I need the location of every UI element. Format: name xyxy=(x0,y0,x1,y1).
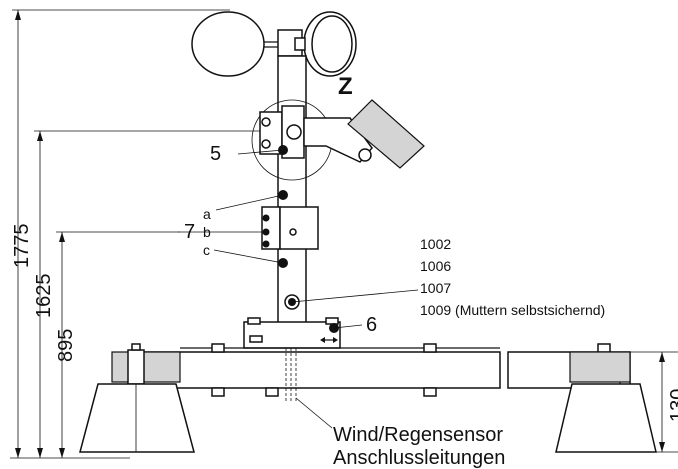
dimension-130: 130 xyxy=(630,351,678,453)
ballast-weight-left xyxy=(79,343,195,453)
cable-note-line1: Wind/Regensensor xyxy=(333,424,503,446)
sensor-cables xyxy=(285,348,297,402)
anemometer xyxy=(191,11,357,77)
callout-6: 6 xyxy=(366,314,377,336)
dimension-1775: 1775 xyxy=(11,9,230,458)
anemometer-cup-left xyxy=(191,11,265,77)
dimension-130-label: 130 xyxy=(667,389,678,422)
dimension-895: 895 xyxy=(55,231,180,458)
part-number-3: 1007 xyxy=(420,280,451,296)
leader-cables xyxy=(295,397,333,429)
part-number-1: 1002 xyxy=(420,236,451,252)
cable-note-line2: Anschlussleitungen xyxy=(333,447,505,469)
mast-tube xyxy=(277,55,307,325)
dimension-1625-label: 1625 xyxy=(33,274,55,319)
callout-b: b xyxy=(203,224,211,240)
detail-z xyxy=(251,99,425,181)
dimension-895-label: 895 xyxy=(55,329,77,362)
leader-6 xyxy=(333,324,363,329)
leader-c xyxy=(213,249,284,264)
cross-beam xyxy=(127,343,631,397)
part-number-2: 1006 xyxy=(420,258,451,274)
clamp-7 xyxy=(261,190,319,268)
leader-parts xyxy=(291,289,419,303)
callout-c: c xyxy=(203,242,210,258)
dimension-1775-label: 1775 xyxy=(11,224,33,269)
callout-7: 7 xyxy=(184,221,195,243)
callout-a: a xyxy=(203,206,211,222)
detail-label-z: Z xyxy=(338,73,353,100)
callout-5: 5 xyxy=(210,143,221,165)
part-number-4: 1009 (Muttern selbstsichernd) xyxy=(420,302,605,318)
dimension-1625: 1625 xyxy=(33,130,262,458)
leader-a xyxy=(215,194,284,211)
leader-5 xyxy=(237,149,284,155)
ballast-weight-right xyxy=(555,351,657,453)
foot-plate xyxy=(243,317,341,349)
